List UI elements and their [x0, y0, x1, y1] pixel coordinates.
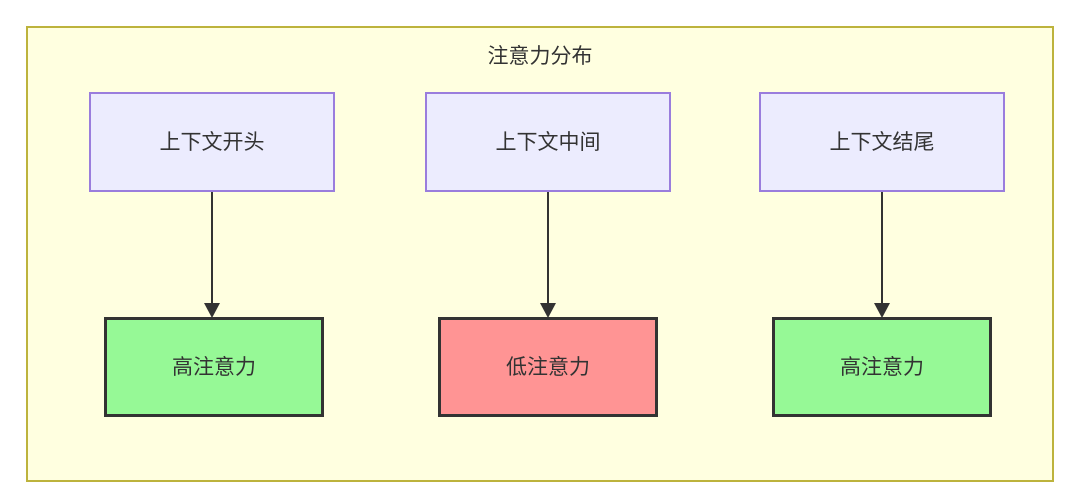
- node-attention-start-high[interactable]: 高注意力: [104, 317, 324, 417]
- node-label: 高注意力: [172, 355, 256, 379]
- node-context-end[interactable]: 上下文结尾: [759, 92, 1005, 192]
- node-label: 低注意力: [506, 355, 590, 379]
- node-attention-middle-low[interactable]: 低注意力: [438, 317, 658, 417]
- node-label: 高注意力: [840, 355, 924, 379]
- node-label: 上下文开头: [159, 130, 265, 154]
- node-context-start[interactable]: 上下文开头: [89, 92, 335, 192]
- subgraph-title: 注意力分布: [487, 45, 593, 68]
- node-label: 上下文中间: [495, 130, 601, 154]
- node-context-middle[interactable]: 上下文中间: [425, 92, 671, 192]
- node-attention-end-high[interactable]: 高注意力: [772, 317, 992, 417]
- node-label: 上下文结尾: [829, 130, 935, 154]
